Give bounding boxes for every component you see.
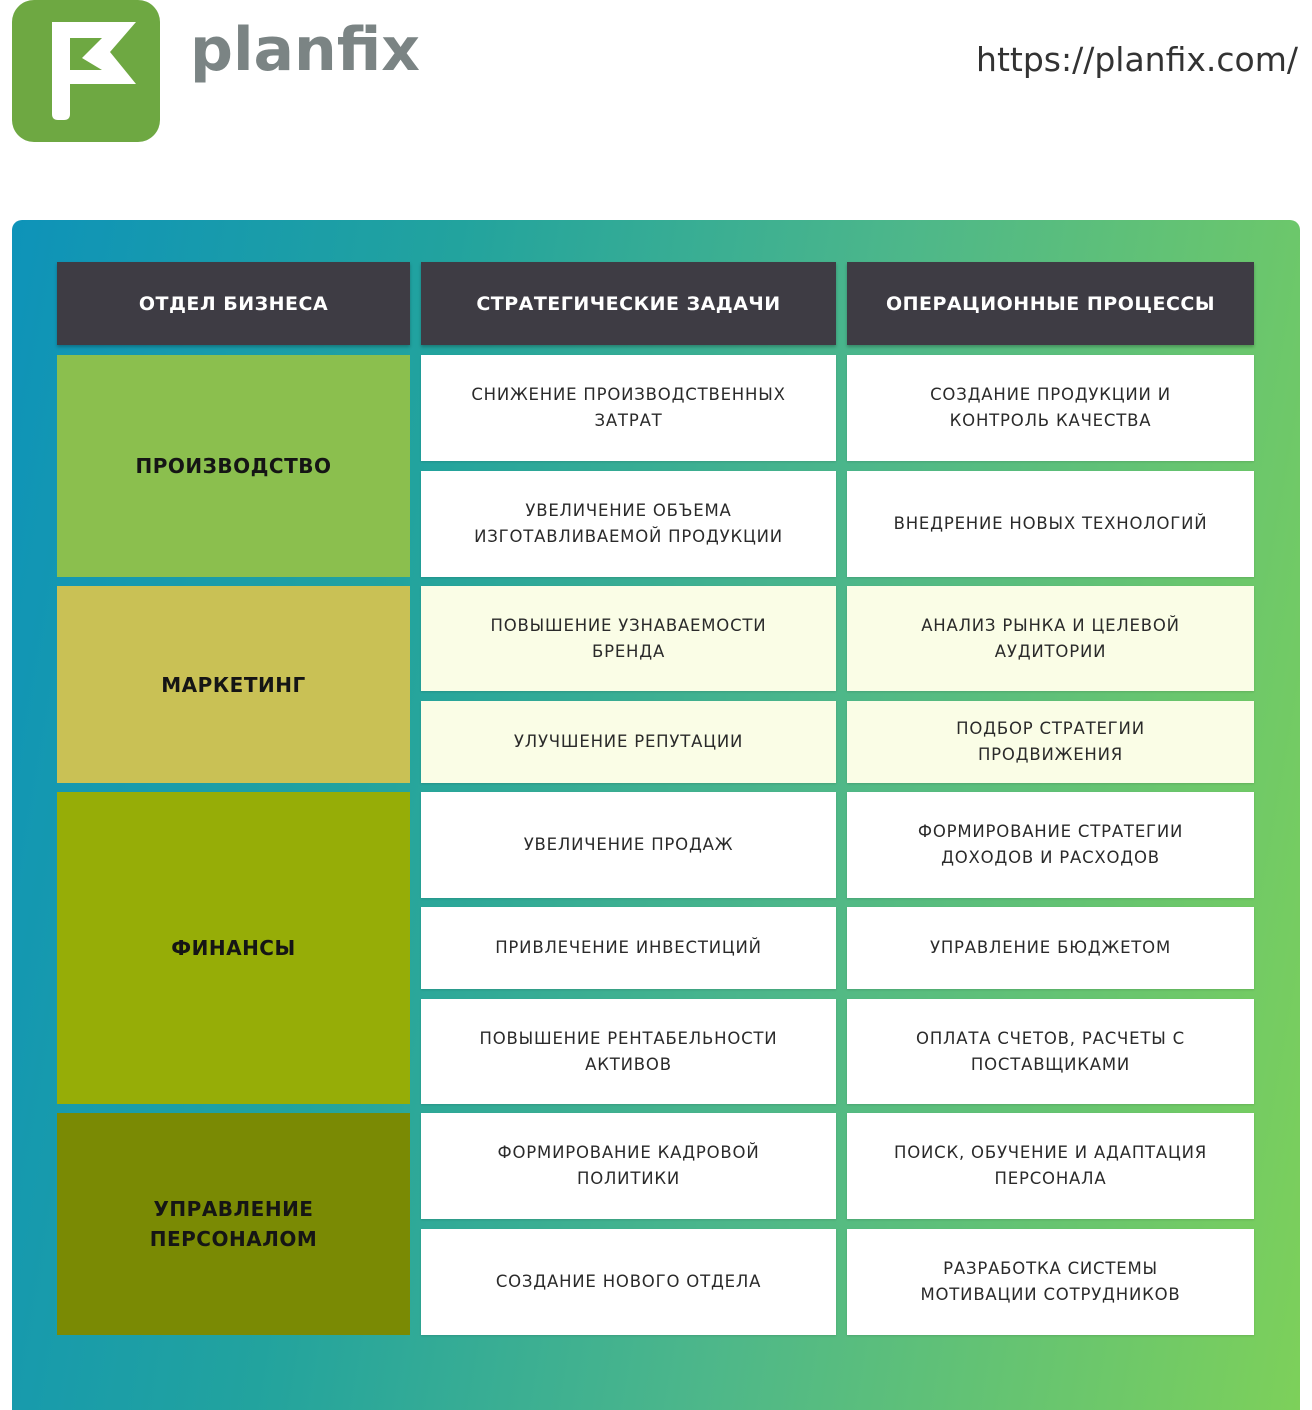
brand-name: planfix — [190, 15, 420, 85]
strategic-task: ПОВЫШЕНИЕ УЗНАВАЕМОСТИ БРЕНДА — [421, 586, 836, 691]
operational-process: УПРАВЛЕНИЕ БЮДЖЕТОМ — [847, 907, 1254, 989]
header-operational: ОПЕРАЦИОННЫЕ ПРОЦЕССЫ — [847, 262, 1254, 345]
operational-process: СОЗДАНИЕ ПРОДУКЦИИ И КОНТРОЛЬ КАЧЕСТВА — [847, 355, 1254, 461]
operational-process: ПОИСК, ОБУЧЕНИЕ И АДАПТАЦИЯ ПЕРСОНАЛА — [847, 1113, 1254, 1219]
strategic-task: ФОРМИРОВАНИЕ КАДРОВОЙ ПОЛИТИКИ — [421, 1113, 836, 1219]
operational-process: ФОРМИРОВАНИЕ СТРАТЕГИИ ДОХОДОВ И РАСХОДО… — [847, 792, 1254, 898]
department-marketing: МАРКЕТИНГ — [57, 586, 410, 783]
strategic-task: ПРИВЛЕЧЕНИЕ ИНВЕСТИЦИЙ — [421, 907, 836, 989]
strategic-task: УВЕЛИЧЕНИЕ ОБЪЕМА ИЗГОТАВЛИВАЕМОЙ ПРОДУК… — [421, 471, 836, 577]
operational-process: ПОДБОР СТРАТЕГИИ ПРОДВИЖЕНИЯ — [847, 701, 1254, 783]
header-strategic: СТРАТЕГИЧЕСКИЕ ЗАДАЧИ — [421, 262, 836, 345]
strategic-task: УЛУЧШЕНИЕ РЕПУТАЦИИ — [421, 701, 836, 783]
department-hr: УПРАВЛЕНИЕ ПЕРСОНАЛОМ — [57, 1113, 410, 1335]
flag-icon — [52, 22, 136, 120]
operational-process: ВНЕДРЕНИЕ НОВЫХ ТЕХНОЛОГИЙ — [847, 471, 1254, 577]
strategic-task: УВЕЛИЧЕНИЕ ПРОДАЖ — [421, 792, 836, 898]
department-finance: ФИНАНСЫ — [57, 792, 410, 1104]
strategic-task: ПОВЫШЕНИЕ РЕНТАБЕЛЬНОСТИ АКТИВОВ — [421, 999, 836, 1104]
strategic-task: СОЗДАНИЕ НОВОГО ОТДЕЛА — [421, 1229, 836, 1335]
planfix-logo-icon — [12, 0, 160, 142]
operational-process: АНАЛИЗ РЫНКА И ЦЕЛЕВОЙ АУДИТОРИИ — [847, 586, 1254, 691]
operational-process: ОПЛАТА СЧЕТОВ, РАСЧЕТЫ С ПОСТАВЩИКАМИ — [847, 999, 1254, 1104]
site-url-link[interactable]: https://planfix.com/ — [976, 40, 1298, 79]
operational-process: РАЗРАБОТКА СИСТЕМЫ МОТИВАЦИИ СОТРУДНИКОВ — [847, 1229, 1254, 1335]
header-department: ОТДЕЛ БИЗНЕСА — [57, 262, 410, 345]
department-production: ПРОИЗВОДСТВО — [57, 355, 410, 577]
strategic-task: СНИЖЕНИЕ ПРОИЗВОДСТВЕННЫХ ЗАТРАТ — [421, 355, 836, 461]
